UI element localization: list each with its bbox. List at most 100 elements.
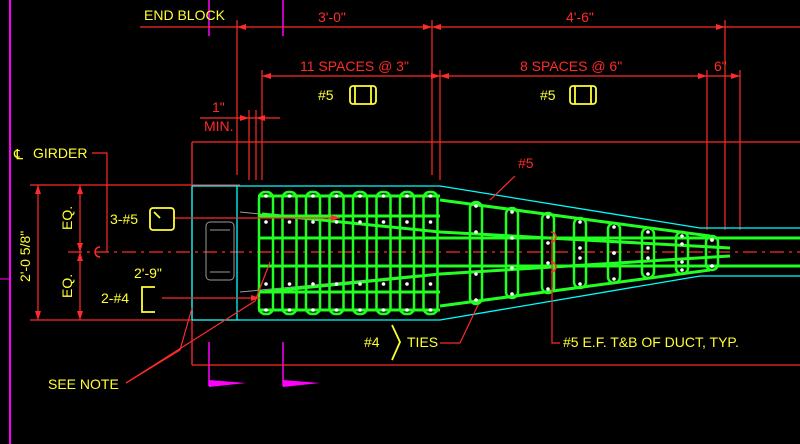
rebar-dot	[546, 287, 550, 291]
tie-stirrup	[572, 216, 588, 290]
rebar-dot	[287, 220, 292, 224]
end-block-label: END BLOCK	[144, 7, 226, 23]
rebar-dot	[680, 268, 684, 272]
bar5-stirrup-icon-b	[569, 85, 597, 105]
tie-stirrup	[674, 230, 690, 276]
rebar-dot	[311, 194, 315, 198]
rebar-dot	[311, 282, 315, 286]
tie-stirrup	[328, 190, 345, 316]
tie-stirrup	[398, 190, 416, 316]
rebar-dot	[311, 220, 315, 224]
dim-2-9-label: 2'-9"	[134, 265, 162, 281]
rebar-dot	[546, 215, 550, 219]
rebar-dot	[474, 230, 478, 234]
bar4-channel-icon	[141, 286, 155, 313]
rebar-dot	[264, 194, 268, 198]
rebar-dot	[428, 220, 433, 224]
rebar-dot	[474, 204, 478, 208]
tie-bracket-icon	[391, 324, 401, 361]
eq-bottom-label: EQ.	[59, 274, 75, 298]
see-note-label: SEE NOTE	[48, 376, 119, 392]
rebar-dot	[428, 308, 433, 312]
rebar-dot	[358, 194, 362, 198]
rebar-dot	[264, 282, 268, 286]
rebar-dot	[578, 246, 582, 250]
dim-6-label: 6"	[714, 58, 727, 74]
rebar-dot	[358, 220, 362, 224]
bar4-label: #4	[364, 334, 380, 350]
rebar-dot	[646, 246, 650, 250]
rebar-dot	[264, 308, 268, 312]
rebar-dot	[710, 264, 714, 268]
section-markers	[208, 0, 320, 387]
rebar-dot	[646, 230, 650, 234]
rebar-dot	[358, 282, 362, 286]
tie-stirrup	[504, 206, 520, 300]
tie-stirrup	[281, 190, 298, 316]
eq-top-label: EQ.	[59, 206, 75, 230]
min-label: MIN.	[204, 118, 234, 134]
rebar-dot	[405, 308, 409, 312]
rebar-dot	[510, 210, 514, 214]
rebar-dot	[578, 220, 582, 224]
rebar-dot	[381, 282, 386, 286]
rebar-cage	[258, 194, 800, 312]
dim-3-0-label: 3'-0"	[318, 9, 346, 25]
rebar-dot	[546, 261, 550, 265]
rebar-dot	[680, 260, 684, 264]
tie-stirrup	[606, 221, 622, 285]
rebar-dot	[405, 220, 409, 224]
height-label: 2'-0 5/8"	[17, 231, 33, 282]
rebar-dot	[612, 251, 616, 255]
tie-stirrup	[422, 190, 439, 316]
rebar-dot	[358, 308, 362, 312]
rebar-dot	[510, 266, 514, 270]
bar-symbols	[141, 85, 597, 361]
rebar-dot	[405, 194, 409, 198]
rebar-dot	[474, 272, 478, 276]
top-dimensions	[140, 20, 800, 230]
rebar-dot	[710, 238, 714, 242]
tie-dots-group	[264, 194, 714, 312]
rebar-dot	[287, 282, 292, 286]
rebar-dot	[546, 241, 550, 245]
tie-stirrup	[375, 190, 392, 316]
rebar-dot	[510, 292, 514, 296]
rebar-dot	[578, 256, 582, 260]
spaces-8-label: 8 SPACES @ 6"	[520, 58, 622, 74]
ef-note-label: #5 E.F. T&B OF DUCT, TYP.	[563, 334, 739, 350]
girder-label: GIRDER	[33, 145, 87, 161]
rebar-dot	[510, 236, 514, 240]
bar5-label-a: #5	[318, 87, 334, 103]
ties-group	[257, 190, 720, 316]
rebar-dot	[405, 282, 409, 286]
rebar-dot	[578, 282, 582, 286]
rebar-dot	[381, 220, 386, 224]
centerline-symbol: ℄	[13, 146, 23, 162]
leader-arrows	[251, 215, 340, 301]
tie-stirrup	[257, 190, 275, 316]
height-arrows	[35, 185, 83, 320]
rebar-dot	[334, 220, 339, 224]
rebar-dot	[334, 308, 339, 312]
rebar-dot	[646, 272, 650, 276]
rebar-dot	[680, 242, 684, 246]
rebar-dot	[612, 225, 616, 229]
rebar-dot	[646, 256, 650, 260]
tie-stirrup	[468, 200, 484, 306]
rebar-dot	[334, 282, 339, 286]
three-5-label: 3-#5	[110, 211, 138, 227]
rebar-dot	[428, 194, 433, 198]
rebar-dot	[264, 220, 268, 224]
min-1-label: 1"	[212, 99, 225, 115]
dimension-arrows	[237, 24, 740, 121]
rebar-dot	[612, 277, 616, 281]
bar5-leader-label: #5	[518, 155, 534, 171]
bar5-stirrup-icon-a	[349, 85, 377, 105]
rebar-dot	[680, 234, 684, 238]
girder-outline	[191, 185, 800, 321]
rebar-dot	[287, 194, 292, 198]
rebar-dot	[334, 194, 339, 198]
bar5-closed-icon	[149, 207, 175, 231]
